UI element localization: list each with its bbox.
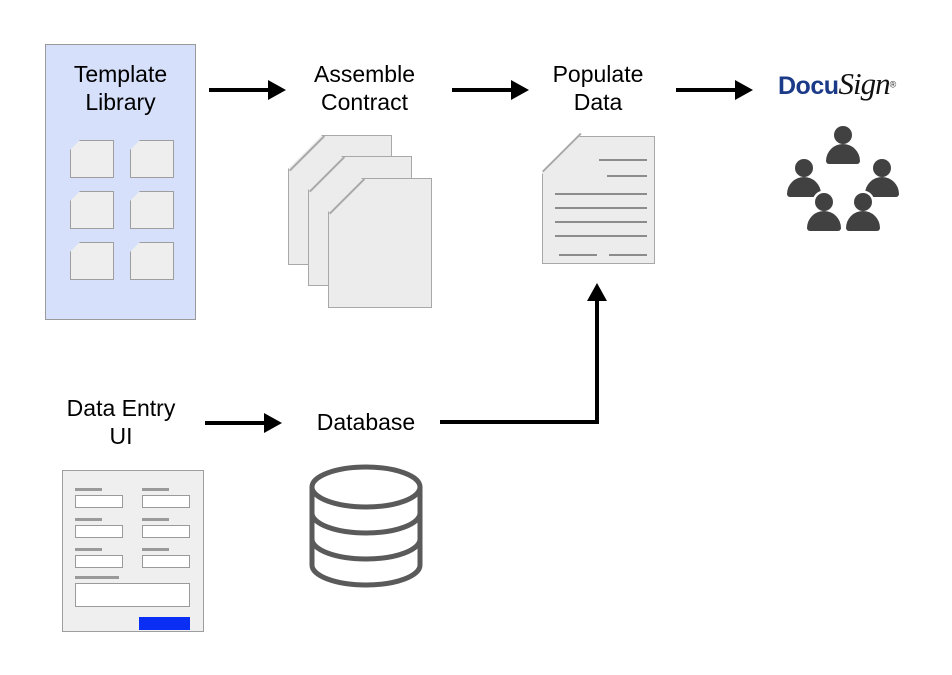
- doc-text-line: [607, 175, 647, 177]
- form-mockup-icon[interactable]: [62, 470, 204, 632]
- form-textarea-field[interactable]: [75, 583, 190, 607]
- registered-mark-icon: ®: [889, 79, 897, 90]
- arrow-database-to-populate-horizontal: [440, 420, 599, 424]
- form-field-caption: [142, 488, 169, 491]
- docusign-logo[interactable]: DocuSign®: [778, 66, 906, 102]
- form-field-caption: [142, 518, 169, 521]
- node-template-library-label: Template Library: [73, 61, 168, 115]
- person-icon: [823, 125, 863, 165]
- form-input-field[interactable]: [142, 525, 190, 538]
- document-grid-icon: [70, 140, 174, 280]
- form-input-field[interactable]: [75, 555, 123, 568]
- doc-text-line: [555, 221, 647, 223]
- form-field-caption: [75, 518, 102, 521]
- arrow-ui-to-database-head: [264, 413, 282, 433]
- arrow-populate-to-docusign-head: [735, 80, 753, 100]
- arrow-template-to-assemble-head: [268, 80, 286, 100]
- node-populate-data-label: Populate Data: [552, 61, 644, 115]
- signers-group-icon[interactable]: [780, 125, 906, 235]
- person-icon: [843, 192, 883, 232]
- arrow-assemble-to-populate-head: [511, 80, 529, 100]
- form-input-field[interactable]: [75, 495, 123, 508]
- form-submit-button[interactable]: [139, 617, 190, 630]
- form-field-caption: [75, 576, 119, 579]
- form-field-caption: [75, 548, 102, 551]
- node-database-label: Database: [316, 409, 416, 435]
- template-chip: [70, 191, 114, 229]
- contract-sheet: [328, 178, 432, 308]
- form-input-field[interactable]: [75, 525, 123, 538]
- form-input-field[interactable]: [142, 555, 190, 568]
- person-icon: [784, 158, 824, 198]
- doc-text-line: [599, 159, 647, 161]
- doc-signature-line: [559, 254, 597, 256]
- docusign-logo-docu: Docu: [778, 72, 839, 100]
- doc-text-line: [555, 207, 647, 209]
- template-chip: [70, 140, 114, 178]
- arrow-database-to-populate-vertical: [595, 301, 599, 424]
- person-icon: [862, 158, 902, 198]
- arrow-ui-to-database: [205, 421, 267, 425]
- arrow-populate-to-docusign: [676, 88, 738, 92]
- arrow-assemble-to-populate: [452, 88, 514, 92]
- person-icon: [804, 192, 844, 232]
- node-assemble-contract-label: Assemble Contract: [314, 61, 415, 115]
- arrow-template-to-assemble: [209, 88, 271, 92]
- database-cylinder-icon[interactable]: [305, 463, 427, 589]
- template-chip: [130, 191, 174, 229]
- template-chip: [130, 242, 174, 280]
- doc-text-line: [555, 193, 647, 195]
- form-input-field[interactable]: [142, 495, 190, 508]
- form-field-caption: [142, 548, 169, 551]
- stacked-documents-icon[interactable]: [288, 135, 453, 310]
- node-data-entry-ui-label: Data Entry UI: [66, 395, 176, 449]
- arrow-database-to-populate-head: [587, 283, 607, 301]
- doc-signature-line: [609, 254, 647, 256]
- doc-text-line: [555, 235, 647, 237]
- template-chip: [130, 140, 174, 178]
- filled-document-icon[interactable]: [542, 136, 655, 264]
- docusign-logo-sign: Sign: [838, 66, 891, 101]
- template-chip: [70, 242, 114, 280]
- form-field-caption: [75, 488, 102, 491]
